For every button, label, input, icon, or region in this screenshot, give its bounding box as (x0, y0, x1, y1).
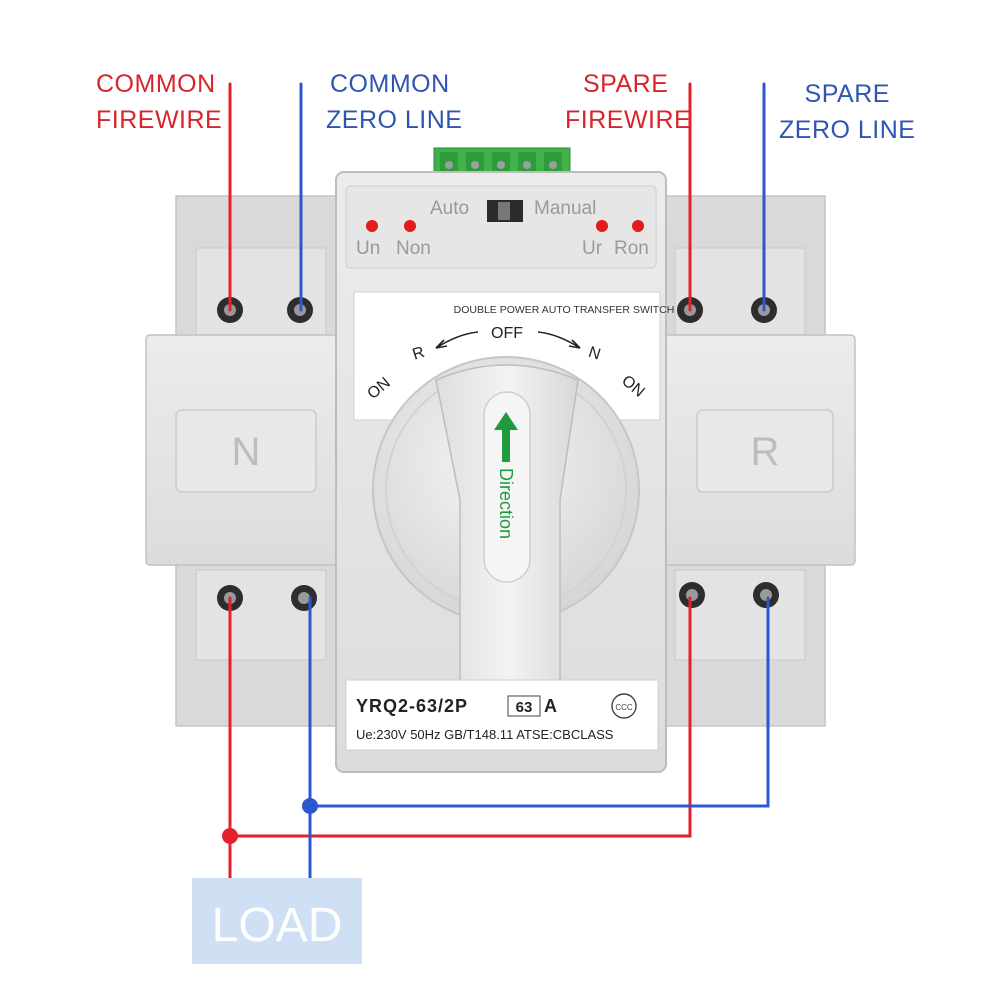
screw-icon (679, 582, 705, 608)
led-un (366, 220, 378, 232)
spare-zero-output-wire (308, 596, 770, 808)
common-firewire-label: COMMON FIREWIRE (96, 70, 223, 134)
model-plate (345, 679, 659, 751)
indicator-ron-label: Ron (614, 238, 649, 259)
load-label: LOAD (212, 899, 343, 952)
current-rating: 63 (516, 699, 533, 716)
dial-n-label: N (586, 344, 602, 364)
led-ur (596, 220, 608, 232)
device-specs: Ue:230V 50Hz GB/T148.11 ATSE:CBCLASS (356, 727, 614, 742)
terminal-screws (217, 297, 779, 611)
spare-firewire-label: SPARE FIREWIRE (565, 70, 692, 134)
ccc-mark-icon (611, 693, 637, 719)
zero-junction-dot (302, 798, 318, 814)
indicator-un-label: Un (356, 238, 380, 259)
common-zero-line-label: COMMON ZERO LINE (326, 70, 463, 134)
led-non (404, 220, 416, 232)
current-rating-unit: A (544, 696, 557, 716)
led-ron (632, 220, 644, 232)
device-header: DOUBLE POWER AUTO TRANSFER SWITCH (454, 304, 675, 316)
handle-direction-label: Direction (496, 468, 516, 539)
dial-r-label: R (410, 344, 426, 364)
screw-icon (291, 585, 317, 611)
screw-icon (753, 582, 779, 608)
indicator-non-label: Non (396, 238, 431, 259)
spare-zero-line-label: SPARE ZERO LINE (779, 80, 916, 144)
dial-off-label: OFF (491, 325, 523, 342)
load-box (192, 878, 362, 964)
direction-arrow-icon (494, 412, 518, 462)
side-label-n-panel (175, 409, 317, 493)
side-label-n: N (232, 430, 261, 474)
mode-auto-label: Auto (430, 198, 469, 219)
model-number: YRQ2-63/2P (356, 696, 468, 716)
side-label-r-panel (696, 409, 834, 493)
spare-fire-output-wire (228, 596, 692, 838)
fire-junction-dot (222, 828, 238, 844)
mode-manual-label: Manual (534, 198, 596, 219)
side-label-r: R (751, 430, 780, 474)
switch-body: N R Auto Manual Un Non Ur Ro (145, 147, 856, 773)
cert-mark-label: CCC (615, 703, 633, 712)
indicator-ur-label: Ur (582, 238, 603, 259)
